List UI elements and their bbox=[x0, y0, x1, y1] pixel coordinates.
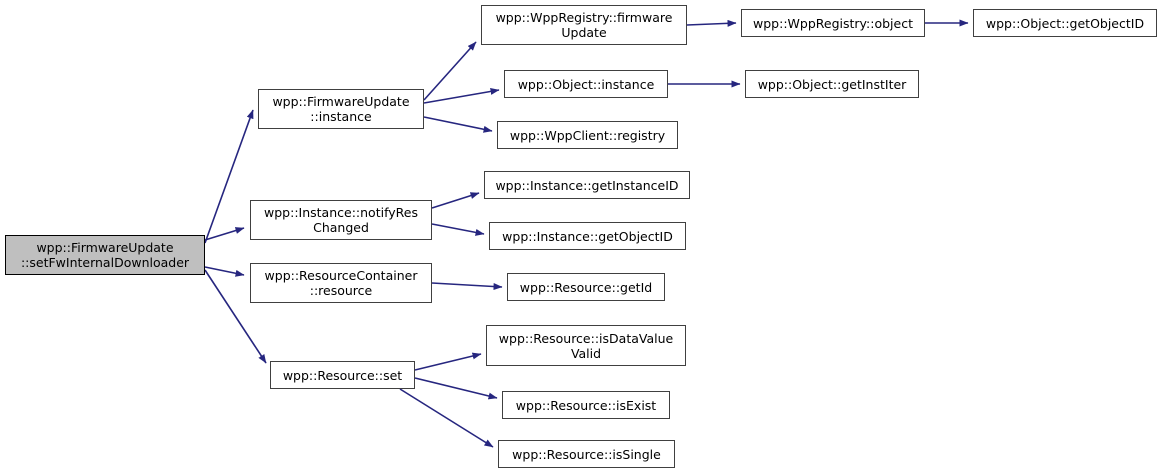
graph-node-label: wpp::Resource::isDataValue Valid bbox=[498, 330, 674, 361]
graph-node-label: wpp::Object::getObjectID bbox=[985, 15, 1145, 31]
call-edge bbox=[399, 388, 494, 448]
graph-node-rescontainer_resource[interactable]: wpp::ResourceContainer ::resource bbox=[250, 263, 432, 303]
graph-node-label: wpp::Object::getInstIter bbox=[757, 76, 907, 92]
graph-node-wppclient_registry[interactable]: wpp::WppClient::registry bbox=[497, 121, 678, 149]
graph-node-fw_instance[interactable]: wpp::FirmwareUpdate ::instance bbox=[258, 89, 424, 129]
graph-node-registry_firmware_update[interactable]: wpp::WppRegistry::firmware Update bbox=[481, 5, 687, 45]
graph-node-is_data_value_valid[interactable]: wpp::Resource::isDataValue Valid bbox=[486, 325, 686, 366]
graph-node-object_get_inst_iter[interactable]: wpp::Object::getInstIter bbox=[745, 70, 919, 98]
graph-node-label: wpp::Instance::getInstanceID bbox=[495, 177, 679, 193]
graph-node-registry_object[interactable]: wpp::WppRegistry::object bbox=[741, 9, 925, 37]
graph-node-root[interactable]: wpp::FirmwareUpdate ::setFwInternalDownl… bbox=[5, 235, 205, 275]
graph-node-notify_res_changed[interactable]: wpp::Instance::notifyRes Changed bbox=[250, 200, 432, 240]
graph-node-is_single[interactable]: wpp::Resource::isSingle bbox=[498, 440, 675, 468]
call-edge bbox=[431, 282, 503, 291]
call-edge bbox=[414, 377, 498, 400]
call-edge bbox=[431, 223, 485, 236]
graph-node-label: wpp::ResourceContainer ::resource bbox=[264, 268, 418, 298]
graph-node-get_instance_id[interactable]: wpp::Instance::getInstanceID bbox=[484, 171, 690, 199]
call-edge bbox=[204, 109, 254, 244]
call-edge bbox=[423, 41, 477, 101]
call-edge bbox=[686, 19, 737, 27]
graph-node-label: wpp::Object::instance bbox=[517, 76, 655, 92]
graph-node-label: wpp::Resource::isExist bbox=[515, 397, 657, 413]
graph-node-is_exist[interactable]: wpp::Resource::isExist bbox=[502, 391, 670, 419]
graph-node-label: wpp::Resource::set bbox=[282, 367, 403, 383]
graph-node-object_instance[interactable]: wpp::Object::instance bbox=[504, 70, 668, 98]
graph-node-label: wpp::WppRegistry::object bbox=[753, 15, 913, 31]
graph-node-label: wpp::Resource::getId bbox=[519, 279, 653, 295]
call-edge bbox=[204, 266, 245, 277]
graph-node-label: wpp::Instance::notifyRes Changed bbox=[264, 205, 418, 235]
graph-node-label: wpp::Instance::getObjectID bbox=[502, 228, 673, 244]
call-edge bbox=[423, 116, 493, 133]
graph-node-label: wpp::WppRegistry::firmware Update bbox=[495, 10, 673, 40]
graph-node-instance_get_object_id[interactable]: wpp::Instance::getObjectID bbox=[489, 222, 686, 250]
call-edge bbox=[431, 192, 480, 209]
graph-node-label: wpp::WppClient::registry bbox=[509, 127, 666, 143]
call-edge bbox=[423, 88, 500, 104]
graph-node-object_get_object_id[interactable]: wpp::Object::getObjectID bbox=[973, 9, 1157, 37]
call-edge bbox=[414, 352, 482, 371]
graph-node-label: wpp::Resource::isSingle bbox=[512, 446, 661, 462]
graph-node-label: wpp::FirmwareUpdate ::setFwInternalDownl… bbox=[20, 240, 190, 270]
graph-node-label: wpp::FirmwareUpdate ::instance bbox=[272, 94, 410, 124]
graph-node-resource_set[interactable]: wpp::Resource::set bbox=[270, 361, 415, 389]
graph-node-resource_get_id[interactable]: wpp::Resource::getId bbox=[507, 273, 665, 301]
call-edge bbox=[204, 227, 245, 241]
